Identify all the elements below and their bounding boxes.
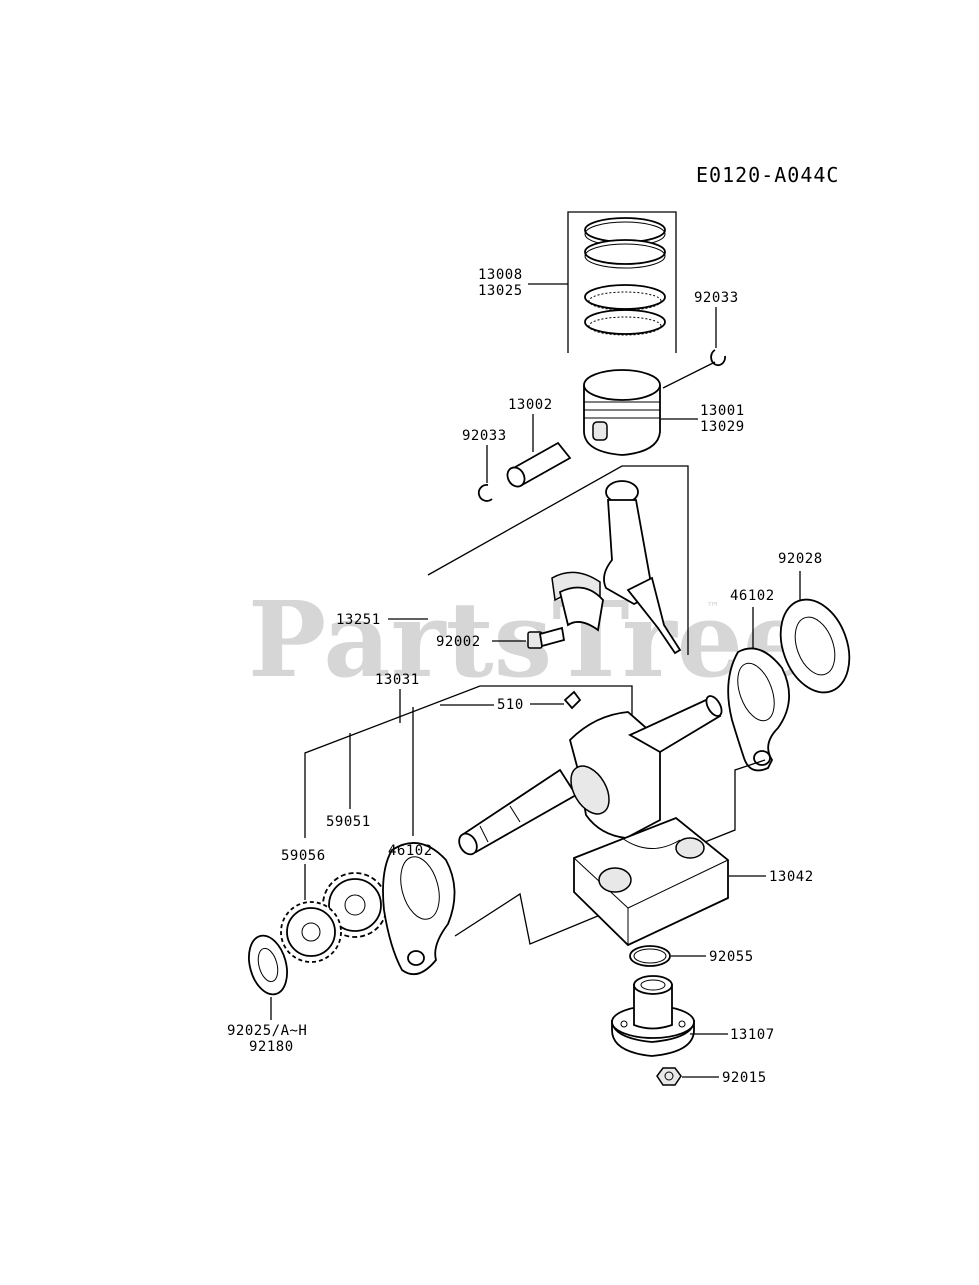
nut[interactable] xyxy=(656,1067,682,1086)
balancer-bracket-right xyxy=(704,759,766,843)
label-oring[interactable]: 92055 xyxy=(709,949,754,965)
o-ring[interactable] xyxy=(629,945,671,967)
balancer-bracket-left xyxy=(454,892,623,945)
label-pin[interactable]: 13002 xyxy=(508,397,553,413)
label-plate-right[interactable]: 46102 xyxy=(730,588,775,604)
label-clip-top[interactable]: 92033 xyxy=(694,290,739,306)
label-gear-a[interactable]: 59051 xyxy=(326,814,371,830)
label-balancer[interactable]: 13042 xyxy=(769,869,814,885)
label-nut[interactable]: 92015 xyxy=(722,1070,767,1086)
thrust-washer-right[interactable] xyxy=(769,590,862,702)
label-conrod[interactable]: 13251 xyxy=(336,612,381,628)
thrust-washer-left[interactable] xyxy=(243,931,293,998)
label-washer-left-b[interactable]: 92180 xyxy=(249,1039,294,1055)
label-holder[interactable]: 13107 xyxy=(730,1027,775,1043)
shaft-holder[interactable] xyxy=(611,975,695,1057)
piston[interactable] xyxy=(583,369,661,456)
label-plate-left[interactable]: 46102 xyxy=(388,843,433,859)
label-rings-b[interactable]: 13025 xyxy=(478,283,523,299)
conrod-bolt[interactable] xyxy=(527,626,566,649)
label-clip-left[interactable]: 92033 xyxy=(462,428,507,444)
label-key[interactable]: 510 xyxy=(497,697,524,713)
balancer-block[interactable] xyxy=(573,816,729,947)
conrod-bracket xyxy=(427,465,689,655)
label-gear-b[interactable]: 59056 xyxy=(281,848,326,864)
crankshaft[interactable] xyxy=(456,693,725,857)
label-piston-b[interactable]: 13029 xyxy=(700,419,745,435)
piston-rings[interactable] xyxy=(567,211,677,353)
bearing-plate-left[interactable] xyxy=(382,842,456,976)
label-crankshaft[interactable]: 13031 xyxy=(375,672,420,688)
label-washer-right[interactable]: 92028 xyxy=(778,551,823,567)
leader-clip-piston xyxy=(662,361,716,389)
label-bolt[interactable]: 92002 xyxy=(436,634,481,650)
circlip-left[interactable] xyxy=(477,484,493,502)
label-piston-a[interactable]: 13001 xyxy=(700,403,745,419)
circlip-top[interactable] xyxy=(710,349,726,367)
woodruff-key[interactable] xyxy=(563,690,582,710)
watermark-trademark: ™ xyxy=(706,600,720,616)
label-washer-left-a[interactable]: 92025/A~H xyxy=(227,1023,307,1039)
connecting-rod[interactable] xyxy=(551,480,682,655)
bearing-plate-right[interactable] xyxy=(727,647,791,772)
gear-helical[interactable] xyxy=(280,901,342,963)
label-rings-a[interactable]: 13008 xyxy=(478,267,523,283)
diagram-code: E0120-A044C xyxy=(696,163,839,187)
piston-pin[interactable] xyxy=(504,441,572,490)
crankshaft-bracket xyxy=(304,685,633,838)
